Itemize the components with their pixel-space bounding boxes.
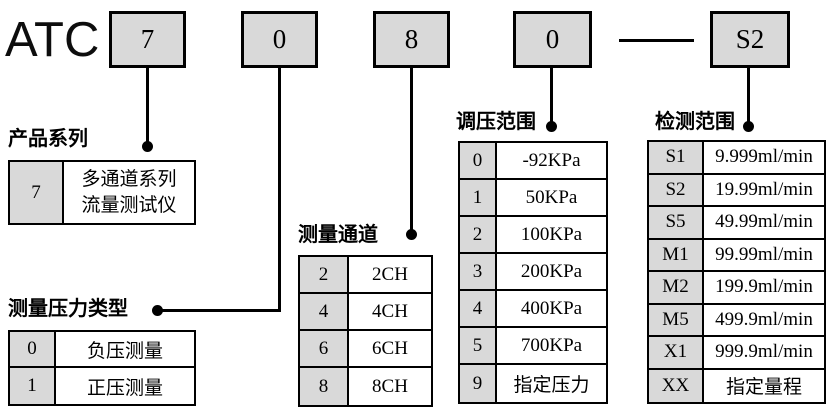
table-row: M2 199.9ml/min: [649, 272, 824, 305]
table-row: XX 指定量程: [649, 369, 824, 402]
table-row: M5 499.9ml/min: [649, 304, 824, 337]
row-value: 多通道系列 流量测试仪: [64, 162, 194, 223]
table-pressure-range: 0 -92KPa 1 50KPa 2 100KPa 3 200KPa 4 400…: [458, 141, 608, 404]
connector-pressure-range: [550, 68, 553, 122]
row-value: 8CH: [349, 368, 431, 405]
row-value: 100KPa: [497, 217, 606, 252]
table-title-detection-range: 检测范围: [655, 111, 735, 133]
row-code: M5: [649, 304, 704, 335]
row-value: 4CH: [349, 294, 431, 329]
row-code: M1: [649, 239, 704, 270]
row-code: 5: [460, 328, 497, 363]
row-code: 7: [10, 162, 64, 223]
table-row: 4 400KPa: [460, 291, 606, 328]
table-row: 4 4CH: [300, 294, 431, 331]
connector-product-series: [146, 68, 149, 142]
row-code: M2: [649, 272, 704, 303]
row-code: 4: [460, 291, 497, 326]
connector-dot-detection-range: [743, 121, 754, 132]
code-box-value: 7: [140, 24, 155, 54]
row-code: S2: [649, 174, 704, 205]
table-title-pressure-type: 测量压力类型: [8, 298, 128, 320]
table-title-channels: 测量通道: [298, 224, 378, 246]
table-title-pressure-range: 调压范围: [456, 111, 536, 133]
table-product-series: 7 多通道系列 流量测试仪: [8, 160, 196, 225]
table-row: S1 9.999ml/min: [649, 142, 824, 175]
table-row: 0 -92KPa: [460, 143, 606, 180]
table-row: S2 19.99ml/min: [649, 174, 824, 207]
row-value: 6CH: [349, 331, 431, 366]
table-detection-range: S1 9.999ml/min S2 19.99ml/min S5 49.99ml…: [647, 140, 826, 404]
code-box-channels: 8: [373, 11, 450, 68]
table-row: 6 6CH: [300, 331, 431, 368]
row-code: 0: [460, 143, 497, 178]
row-value: 19.99ml/min: [704, 174, 824, 205]
row-code: XX: [649, 369, 704, 402]
row-code: 2: [300, 257, 349, 292]
row-value: 400KPa: [497, 291, 606, 326]
row-code: 6: [300, 331, 349, 366]
table-row: 8 8CH: [300, 368, 431, 405]
code-box-value: 0: [272, 24, 287, 54]
code-box-value: 0: [545, 24, 560, 54]
row-code: S5: [649, 207, 704, 238]
connector-pressure-type-vertical: [278, 68, 281, 312]
row-value: 700KPa: [497, 328, 606, 363]
row-value: -92KPa: [497, 143, 606, 178]
row-code: 3: [460, 254, 497, 289]
connector-channels: [410, 68, 413, 231]
table-row: 2 100KPa: [460, 217, 606, 254]
table-row: 5 700KPa: [460, 328, 606, 365]
row-value: 499.9ml/min: [704, 304, 824, 335]
connector-dot-product-series: [142, 141, 153, 152]
table-row: 7 多通道系列 流量测试仪: [10, 162, 194, 223]
row-code: 9: [460, 365, 497, 402]
table-row: 9 指定压力: [460, 365, 606, 402]
table-row: S5 49.99ml/min: [649, 207, 824, 240]
connector-detection-range: [747, 68, 750, 122]
row-value: 负压测量: [56, 332, 194, 366]
row-value: 99.99ml/min: [704, 239, 824, 270]
row-value: 49.99ml/min: [704, 207, 824, 238]
table-row: 2 2CH: [300, 257, 431, 294]
row-code: 2: [460, 217, 497, 252]
connector-dot-pressure-type: [152, 305, 163, 316]
row-code: 4: [300, 294, 349, 329]
table-title-product-series: 产品系列: [8, 128, 88, 150]
brand-label: ATC: [5, 13, 100, 67]
table-row: 1 50KPa: [460, 180, 606, 217]
row-value: 50KPa: [497, 180, 606, 215]
code-box-detection-range: S2: [710, 11, 790, 68]
row-code: 1: [10, 368, 56, 404]
row-value: 正压测量: [56, 368, 194, 404]
connector-dot-pressure-range: [546, 121, 557, 132]
code-box-value: S2: [735, 24, 765, 54]
row-code: 8: [300, 368, 349, 405]
code-box-pressure-type: 0: [241, 11, 318, 68]
row-code: 1: [460, 180, 497, 215]
table-row: 3 200KPa: [460, 254, 606, 291]
row-value: 指定量程: [704, 369, 824, 402]
table-row: 0 负压测量: [10, 332, 194, 368]
table-row: M1 99.99ml/min: [649, 239, 824, 272]
row-code: 0: [10, 332, 56, 366]
row-value: 指定压力: [497, 365, 606, 402]
table-row: X1 999.9ml/min: [649, 337, 824, 370]
row-value: 2CH: [349, 257, 431, 292]
code-box-value: 8: [404, 24, 419, 54]
code-box-product-series: 7: [109, 11, 186, 68]
code-box-pressure-range: 0: [513, 11, 592, 68]
row-value: 200KPa: [497, 254, 606, 289]
row-code: X1: [649, 337, 704, 368]
table-channels: 2 2CH 4 4CH 6 6CH 8 8CH: [298, 255, 433, 407]
row-value: 999.9ml/min: [704, 337, 824, 368]
table-row: 1 正压测量: [10, 368, 194, 404]
row-value: 199.9ml/min: [704, 272, 824, 303]
code-separator-dash: [619, 39, 694, 42]
connector-dot-channels: [406, 229, 417, 240]
row-value: 9.999ml/min: [704, 142, 824, 173]
table-pressure-type: 0 负压测量 1 正压测量: [8, 330, 196, 406]
connector-pressure-type-horizontal: [160, 309, 281, 312]
row-code: S1: [649, 142, 704, 173]
